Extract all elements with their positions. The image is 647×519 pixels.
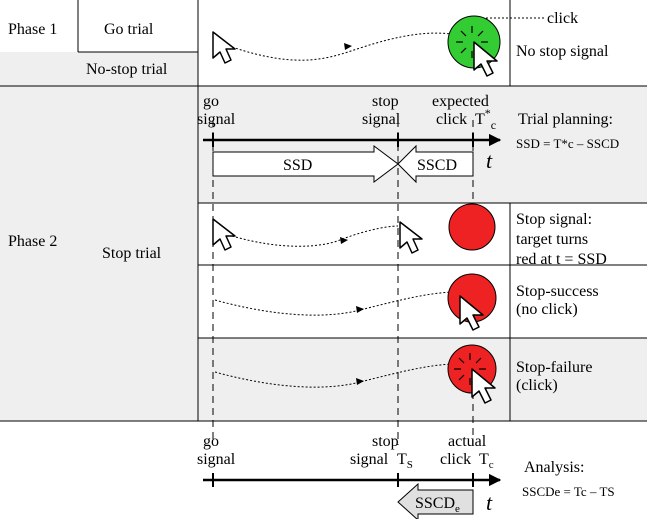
stop-signal-line3: red at t = SSD	[516, 251, 607, 268]
an-actual-1: actual	[448, 433, 487, 450]
shade-no-stop	[0, 52, 198, 86]
tl-expected-1: expected	[432, 93, 489, 110]
ssd-arrow	[212, 145, 399, 183]
stop-success-row	[214, 273, 497, 331]
sscd-label: SSCD	[417, 157, 457, 174]
planning-title: Trial planning:	[518, 111, 613, 128]
tl-go-2: signal	[197, 111, 236, 128]
sscde-label: SSCDe	[415, 495, 460, 515]
planning-timeline: go signal stop signal expected click T*c…	[197, 93, 502, 184]
ssd-label: SSD	[283, 157, 312, 174]
trajectory-arrow-icon	[340, 237, 348, 244]
sscde-arrow	[397, 482, 474, 519]
an-actual-2: click	[440, 451, 471, 468]
cursor-start-icon	[212, 31, 236, 64]
shaded-regions	[0, 52, 647, 421]
planning-formula: SSD = T*c – SSCD	[516, 136, 619, 151]
shade-planning	[198, 86, 647, 203]
an-t-axis: t	[486, 490, 493, 515]
sscd-arrow	[397, 144, 474, 184]
no-stop-trial-label: No-stop trial	[86, 61, 168, 78]
tl-expected-2: click	[436, 111, 467, 128]
tl-go-1: go	[203, 93, 219, 110]
stop-failure-row	[214, 344, 497, 404]
target-red	[448, 203, 496, 251]
phase1-row	[212, 15, 501, 77]
stop-signal-line1: Stop signal:	[516, 211, 592, 228]
cursor-end-icon	[471, 368, 496, 404]
tl-tc: T*c	[475, 106, 496, 132]
tl-stop-1: stop	[372, 93, 399, 110]
trajectory-path	[214, 363, 459, 388]
shade-phase2-left	[0, 86, 198, 421]
failure-line2: (click)	[516, 377, 558, 394]
stop-signal-row	[212, 203, 496, 254]
an-stop-1: stop	[372, 433, 399, 450]
an-ts: TS	[397, 451, 413, 471]
success-line2: (no click)	[516, 301, 578, 318]
an-go-1: go	[203, 433, 219, 450]
cursor-end-icon	[459, 295, 484, 331]
an-tc: Tc	[479, 451, 494, 471]
trajectory-arrow-icon	[344, 43, 352, 50]
cursor-start-icon	[212, 218, 236, 251]
cursor-end-icon	[473, 41, 498, 77]
an-stop-2: signal	[350, 451, 389, 468]
no-stop-signal-label: No stop signal	[516, 43, 609, 60]
trajectory-path	[231, 225, 399, 247]
trajectory-arrow-icon	[356, 378, 364, 385]
click-label: click	[547, 10, 578, 27]
stop-signal-line2: target turns	[516, 231, 588, 248]
tl-t-axis: t	[486, 148, 493, 173]
an-go-2: signal	[197, 451, 236, 468]
analysis-formula: SSCDe = Tc – TS	[522, 484, 615, 499]
shade-failure	[198, 338, 647, 421]
cursor-at-stop-icon	[399, 221, 423, 254]
stop-trial-label: Stop trial	[102, 245, 162, 262]
analysis-title: Analysis:	[524, 459, 584, 476]
failure-line1: Stop-failure	[516, 359, 592, 376]
phase1-label: Phase 1	[8, 21, 57, 38]
phase2-label: Phase 2	[8, 233, 57, 250]
analysis-timeline: go signal stop signal TS actual click Tc…	[197, 433, 502, 519]
trajectory-path	[214, 291, 459, 316]
go-trial-label: Go trial	[104, 21, 154, 38]
trajectory-arrow-icon	[356, 306, 364, 313]
success-line1: Stop-success	[516, 283, 599, 300]
tl-stop-2: signal	[362, 111, 401, 128]
table-grid	[0, 0, 647, 422]
